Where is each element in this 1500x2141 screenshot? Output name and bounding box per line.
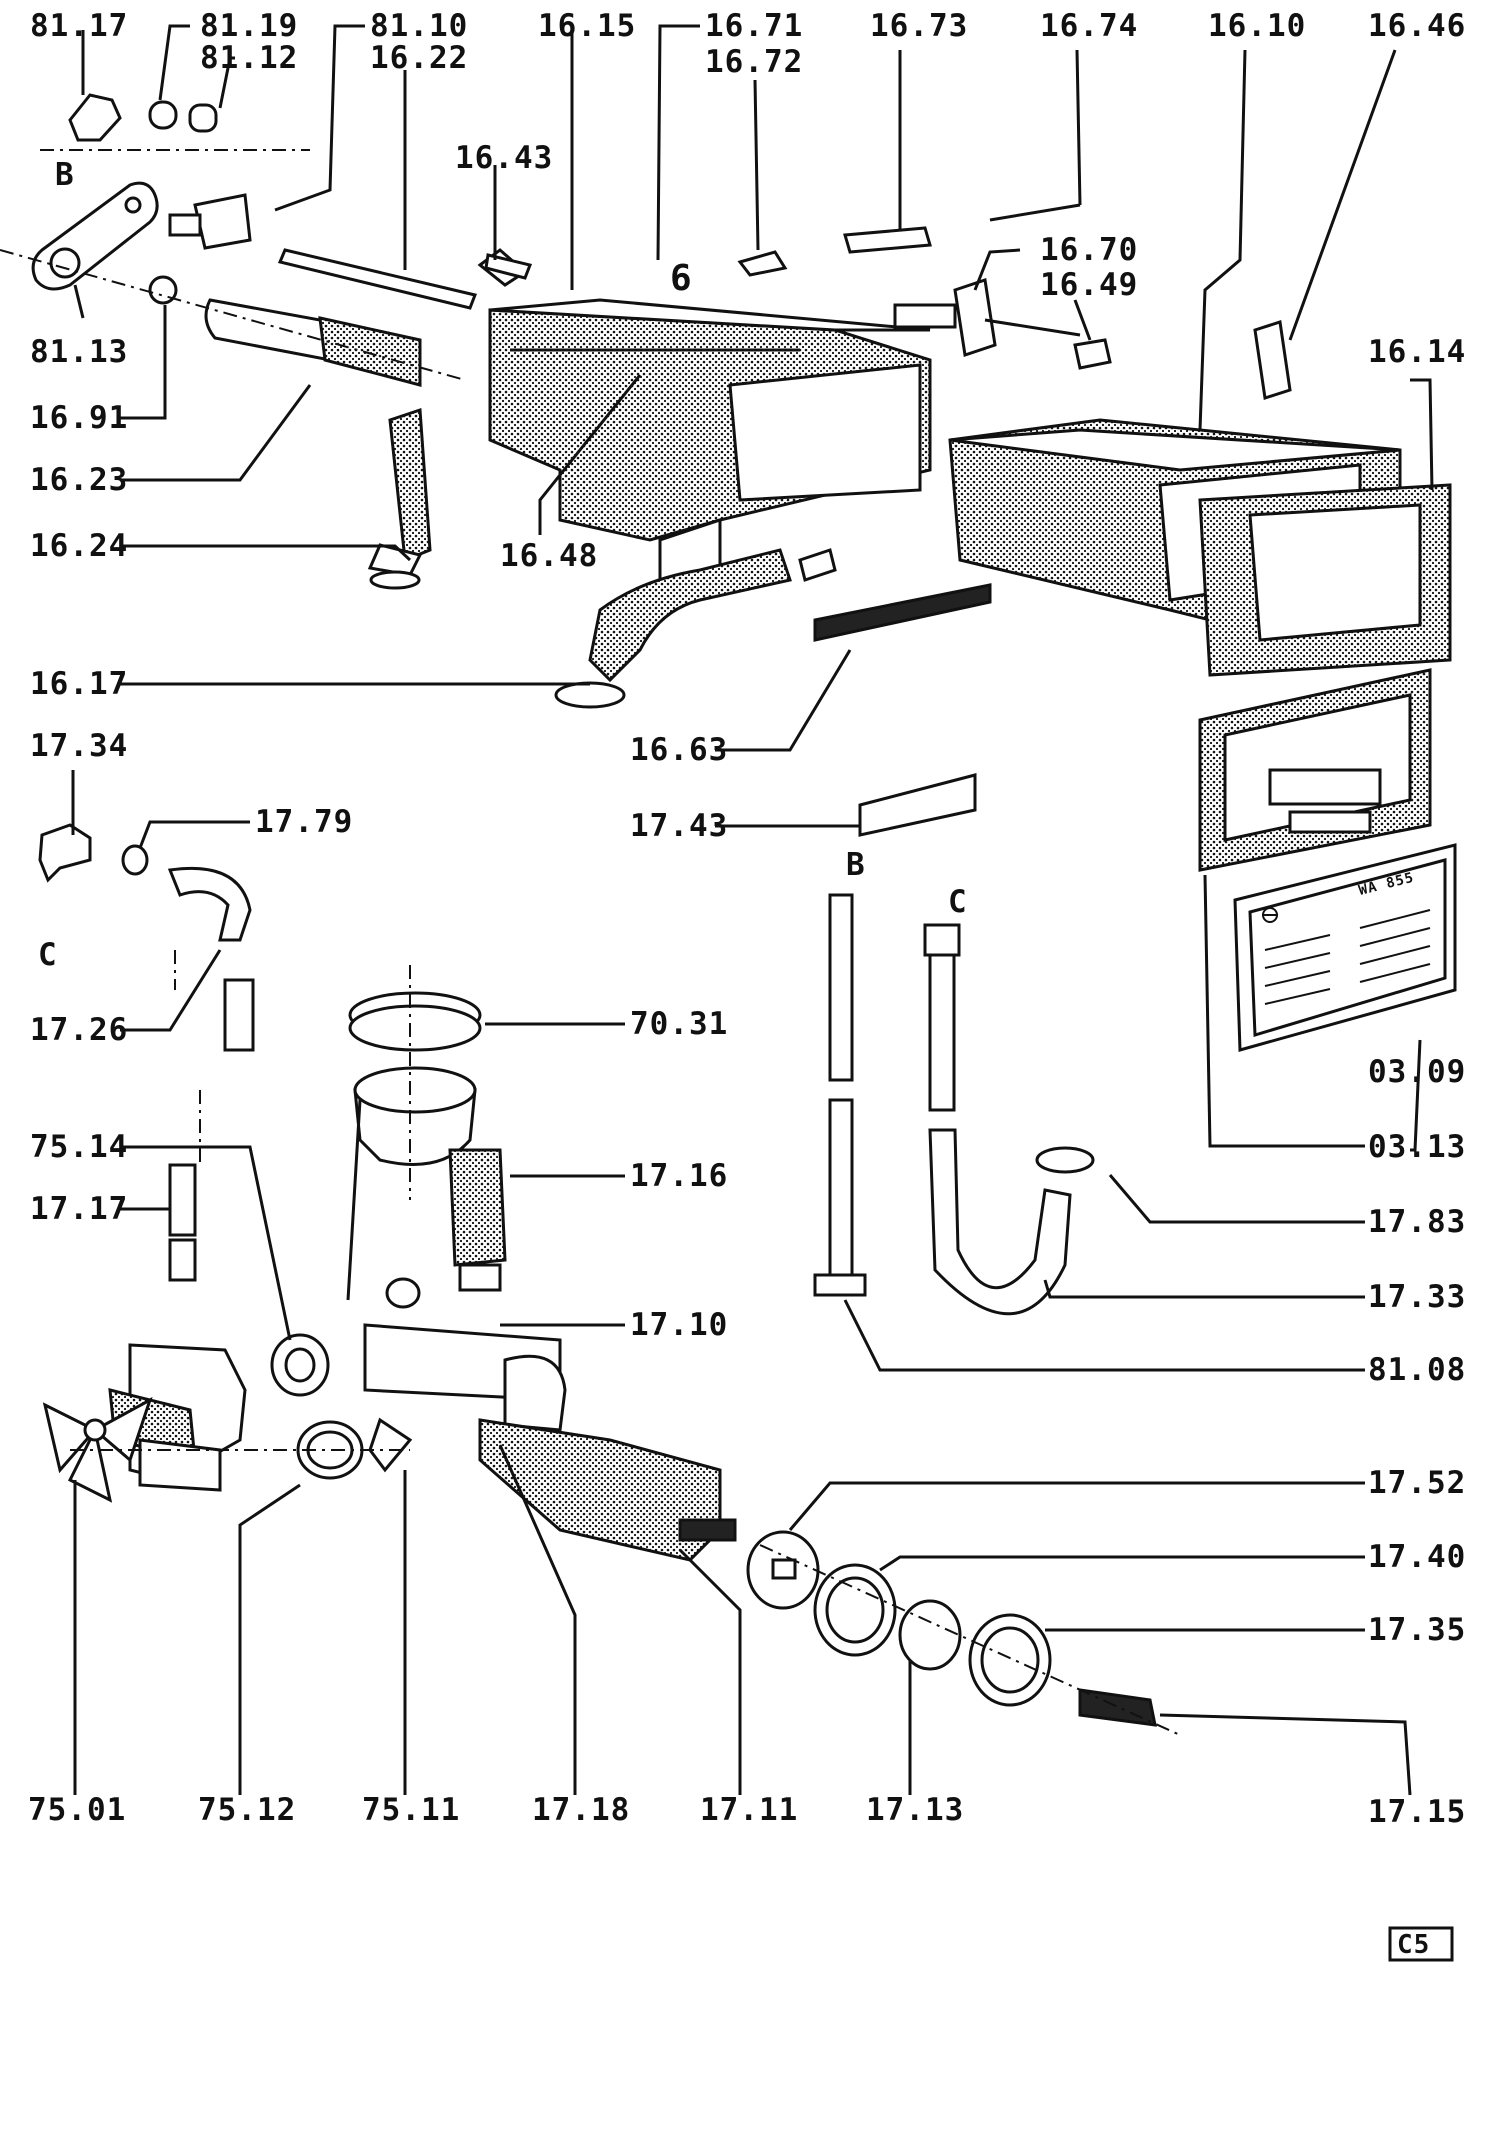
label-16-46: 16.46 xyxy=(1368,8,1466,44)
nameplate-03-09: WA 855 xyxy=(1233,843,1457,1052)
label-81-10: 81.10 xyxy=(370,8,468,44)
connection-markers: B C B C xyxy=(38,157,968,973)
page-code: C5 xyxy=(1397,1930,1430,1960)
label-16-15: 16.15 xyxy=(538,8,636,44)
marker-b-right: B xyxy=(846,847,866,883)
label-17-18: 17.18 xyxy=(532,1792,630,1828)
label-16-24: 16.24 xyxy=(30,528,128,564)
marker-c-right: C xyxy=(948,884,968,920)
label-16-71: 16.71 xyxy=(705,8,803,44)
label-16-91: 16.91 xyxy=(30,400,128,436)
marker-b-top: B xyxy=(55,157,75,193)
hoses-top xyxy=(204,248,528,590)
label-17-43: 17.43 xyxy=(630,808,728,844)
label-17-15: 17.15 xyxy=(1368,1794,1466,1830)
label-16-74: 16.74 xyxy=(1040,8,1138,44)
label-17-33: 17.33 xyxy=(1368,1279,1466,1315)
leader-lines xyxy=(71,24,1434,1796)
small-parts-top: 6 xyxy=(484,203,1292,400)
brush-strips xyxy=(813,583,992,837)
label-81-08: 81.08 xyxy=(1368,1352,1466,1388)
filter-parts xyxy=(746,1530,1157,1727)
part-labels: 81.17 81.19 81.12 81.10 16.22 16.15 16.7… xyxy=(28,8,1466,1830)
label-17-10: 17.10 xyxy=(630,1307,728,1343)
label-03-13: 03.13 xyxy=(1368,1129,1466,1165)
pump-assembly xyxy=(270,991,737,1562)
label-16-43: 16.43 xyxy=(455,140,553,176)
nameplate-logo-icon xyxy=(1262,907,1278,923)
label-81-12: 81.12 xyxy=(200,40,298,76)
label-16-70: 16.70 xyxy=(1040,232,1138,268)
marker-c-left: C xyxy=(38,937,58,973)
label-81-17: 81.17 xyxy=(30,8,128,44)
part-16-71-glyph: 6 xyxy=(670,258,693,299)
label-16-73: 16.73 xyxy=(870,8,968,44)
center-lines xyxy=(0,149,1181,1736)
label-16-49: 16.49 xyxy=(1040,267,1138,303)
label-16-48: 16.48 xyxy=(500,538,598,574)
label-17-16: 17.16 xyxy=(630,1158,728,1194)
page-code-box: C5 xyxy=(1388,1926,1454,1962)
label-17-13: 17.13 xyxy=(866,1792,964,1828)
detergent-drawer-16-10 xyxy=(948,418,1452,677)
label-75-12: 75.12 xyxy=(198,1792,296,1828)
label-16-14: 16.14 xyxy=(1368,334,1466,370)
label-75-14: 75.14 xyxy=(30,1129,128,1165)
label-17-52: 17.52 xyxy=(1368,1465,1466,1501)
label-75-01: 75.01 xyxy=(28,1792,126,1828)
label-17-34: 17.34 xyxy=(30,728,128,764)
label-17-83: 17.83 xyxy=(1368,1204,1466,1240)
label-17-79: 17.79 xyxy=(255,804,353,840)
label-16-22: 16.22 xyxy=(370,40,468,76)
label-16-63: 16.63 xyxy=(630,732,728,768)
hoses-right xyxy=(813,893,1095,1316)
label-70-31: 70.31 xyxy=(630,1006,728,1042)
label-81-13: 81.13 xyxy=(30,334,128,370)
label-17-40: 17.40 xyxy=(1368,1539,1466,1575)
label-16-17: 16.17 xyxy=(30,666,128,702)
label-16-10: 16.10 xyxy=(1208,8,1306,44)
label-16-23: 16.23 xyxy=(30,462,128,498)
nameplate-program-lines xyxy=(1264,909,1431,1005)
drawer-front-panel xyxy=(1198,668,1432,872)
label-75-11: 75.11 xyxy=(362,1792,460,1828)
valve-assembly xyxy=(31,93,252,305)
label-17-35: 17.35 xyxy=(1368,1612,1466,1648)
label-17-26: 17.26 xyxy=(30,1012,128,1048)
label-16-72: 16.72 xyxy=(705,44,803,80)
label-17-17: 17.17 xyxy=(30,1191,128,1227)
left-inlet-hose xyxy=(38,823,255,1282)
label-03-09: 03.09 xyxy=(1368,1054,1466,1090)
label-81-19: 81.19 xyxy=(200,8,298,44)
label-17-11: 17.11 xyxy=(700,1792,798,1828)
motor-75-01 xyxy=(42,1343,413,1503)
